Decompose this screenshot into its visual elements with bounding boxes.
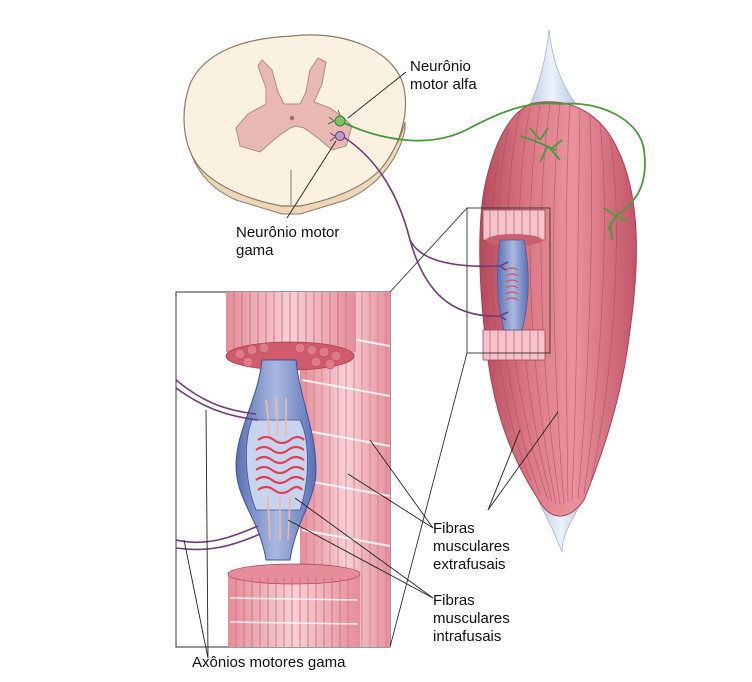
label-extrafusal-line3: extrafusais (433, 556, 506, 573)
tendon-top (527, 29, 577, 111)
alpha-axon (341, 102, 646, 241)
spinal-cord-gray-matter (235, 57, 353, 153)
fiber-bundle-bottom (227, 563, 361, 647)
muscle-spindle-window (482, 209, 546, 361)
gamma-axon (341, 135, 509, 321)
label-extrafusal-fibers: Fibras musculares extrafusais (433, 520, 510, 574)
label-intrafusal-fibers: Fibras musculares intrafusais (433, 592, 510, 646)
label-gamma-axons: Axônios motores gama (192, 654, 345, 672)
label-extrafusal-line1: Fibras (433, 520, 475, 537)
spindle-zoom-box (466, 207, 551, 354)
label-alpha-neuron-line1: Neurônio (410, 58, 471, 75)
label-alpha-neuron-line2: motor alfa (410, 76, 477, 93)
zoom-connectors (389, 207, 468, 648)
label-extrafusal-line2: musculares (433, 538, 510, 555)
inset-content (176, 292, 390, 647)
muscle-belly (479, 101, 637, 517)
label-intrafusal-line3: intrafusais (433, 628, 502, 645)
label-gamma-neuron: Neurônio motor gama (236, 224, 339, 260)
label-alpha-neuron: Neurônio motor alfa (410, 58, 477, 94)
label-gamma-neuron-line1: Neurônio motor (236, 224, 340, 241)
gamma-neuron-icon (329, 131, 345, 142)
spinal-cord-section (183, 34, 407, 215)
leader-lines (183, 71, 559, 659)
label-intrafusal-line1: Fibras (433, 592, 475, 609)
skeletal-muscle (466, 29, 637, 553)
label-gamma-neuron-line2: gama (236, 242, 274, 259)
label-intrafusal-line2: musculares (433, 610, 510, 627)
alpha-neuron-icon (327, 109, 346, 127)
fiber-bundle-top (225, 292, 356, 371)
label-gamma-axons-text: Axônios motores gama (192, 654, 346, 671)
muscle-spindle (235, 359, 317, 561)
intrafusal-fibers-inset (255, 435, 305, 495)
